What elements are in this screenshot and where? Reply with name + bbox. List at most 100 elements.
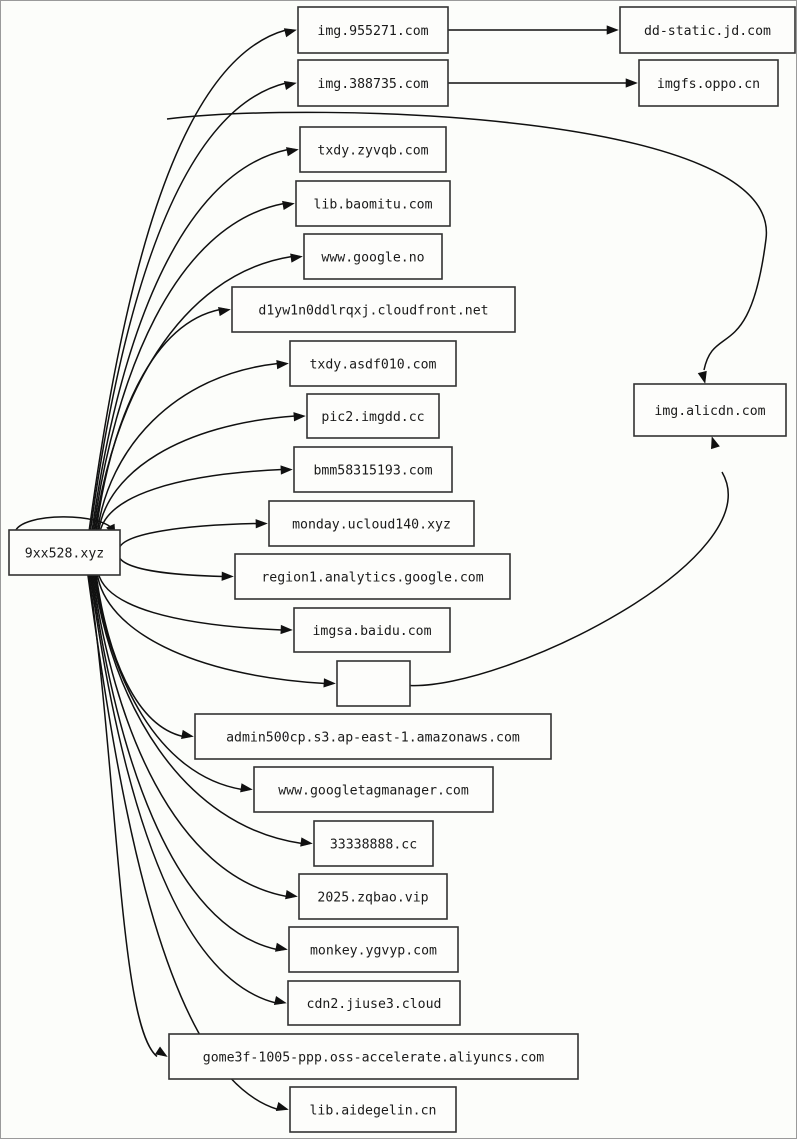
node-box[interactable] [8,529,121,576]
graph-node[interactable]: imgsa.baidu.com [293,607,451,653]
node-box[interactable] [299,126,447,173]
graph-node[interactable]: bmm58315193.com [293,446,453,493]
graph-node[interactable]: monday.ucloud140.xyz [268,500,475,547]
node-box[interactable] [231,286,516,333]
node-box[interactable] [297,6,449,54]
node-box[interactable] [297,59,449,107]
graph-edge [97,572,293,635]
graph-node[interactable]: admin500cp.s3.ap-east-1.amazonaws.com [194,713,552,760]
node-label: cdn2.jiuse3.cloud [307,997,442,1012]
graph-edge [88,572,168,1058]
edge-arrowhead [283,80,297,91]
graph-node[interactable]: img.388735.com [297,59,449,107]
node-label: img.alicdn.com [654,404,765,419]
node-box[interactable] [293,607,451,653]
edge-arrowhead [280,465,293,475]
graph-node[interactable]: www.googletagmanager.com [253,766,494,813]
graph-node[interactable]: lib.baomitu.com [295,180,451,227]
graph-edge [89,572,287,1005]
edge-arrowhead [276,360,289,370]
node-label: lib.aidegelin.cn [309,1104,436,1119]
graph-node[interactable]: img.955271.com [297,6,449,54]
node-label: lib.baomitu.com [313,198,432,213]
graph-node[interactable]: www.google.no [303,233,443,280]
graph-edge [90,572,288,952]
node-box[interactable] [287,980,461,1026]
node-label: txdy.asdf010.com [309,358,436,373]
node-box[interactable] [288,926,459,973]
node-label: img.955271.com [317,24,428,39]
node-box[interactable] [234,553,511,600]
edge-arrowhead [282,200,295,211]
node-box[interactable] [619,6,796,54]
node-label: region1.analytics.google.com [261,571,483,586]
graph-node[interactable]: pic2.imgdd.cc [306,393,440,439]
node-label: bmm58315193.com [313,464,432,479]
node-box[interactable] [336,660,411,707]
node-label: txdy.zyvqb.com [317,144,428,159]
graph-node[interactable]: gome3f-1005-ppp.oss-accelerate.aliyuncs.… [168,1033,579,1080]
node-box[interactable] [303,233,443,280]
edge-arrowhead [273,995,287,1005]
node-label: monkey.ygvyp.com [310,944,437,959]
node-box[interactable] [295,180,451,227]
edge-arrowhead [300,837,313,847]
edge-arrowhead [275,942,288,952]
edge-arrowhead [286,147,299,157]
node-box[interactable] [253,766,494,813]
node-box[interactable] [194,713,552,760]
graph-edge [99,465,293,533]
node-box[interactable] [633,383,787,437]
node-box[interactable] [313,820,434,867]
node-label: monday.ucloud140.xyz [292,518,451,533]
graph-edge [91,147,299,533]
graph-node[interactable]: img.alicdn.com [633,383,787,437]
edge-arrowhead [221,571,234,581]
graph-edge [448,25,619,35]
graph-node[interactable] [336,660,411,707]
edge-layer [14,25,767,1111]
graph-edge [95,306,231,533]
graph-edge [97,412,306,533]
graph-node[interactable]: d1yw1n0ddlrqxj.cloudfront.net [231,286,516,333]
node-label: 2025.zqbao.vip [317,891,428,906]
graph-node[interactable]: txdy.zyvqb.com [299,126,447,173]
graph-node[interactable]: cdn2.jiuse3.cloud [287,980,461,1026]
node-box[interactable] [638,59,779,107]
node-box[interactable] [298,873,448,920]
node-box[interactable] [168,1033,579,1080]
edge-arrowhead [280,624,293,635]
graph-edge [91,572,298,900]
node-layer: 9xx528.xyz img.955271.com img.388735.com tx… [8,6,796,1133]
graph-node[interactable]: dd-static.jd.com [619,6,796,54]
graph-edge [92,200,295,533]
graph-edge [95,572,194,739]
node-label: pic2.imgdd.cc [321,410,424,425]
node-box[interactable] [289,1086,457,1133]
node-label: imgfs.oppo.cn [657,77,760,92]
graph-node[interactable]: 9xx528.xyz [8,529,121,576]
graph-node[interactable]: 2025.zqbao.vip [298,873,448,920]
graph-node[interactable]: imgfs.oppo.cn [638,59,779,107]
graph-edge [119,557,234,581]
graph-node[interactable]: monkey.ygvyp.com [288,926,459,973]
graph-node[interactable]: region1.analytics.google.com [234,553,511,600]
edge-arrowhead [283,28,297,38]
edge-arrowhead [240,783,253,793]
graph-edge [92,572,313,847]
edge-arrowhead [290,253,303,263]
edge-arrowhead [606,25,619,35]
graph-edge [86,572,289,1111]
graph-edge [166,111,767,384]
graph-node[interactable]: txdy.asdf010.com [289,340,457,387]
node-box[interactable] [289,340,457,387]
edge-arrowhead [697,370,707,384]
graph-node[interactable]: lib.aidegelin.cn [289,1086,457,1133]
graph-node[interactable]: 33338888.cc [313,820,434,867]
node-box[interactable] [293,446,453,493]
node-box[interactable] [268,500,475,547]
node-box[interactable] [306,393,440,439]
graph-edge [88,28,297,533]
